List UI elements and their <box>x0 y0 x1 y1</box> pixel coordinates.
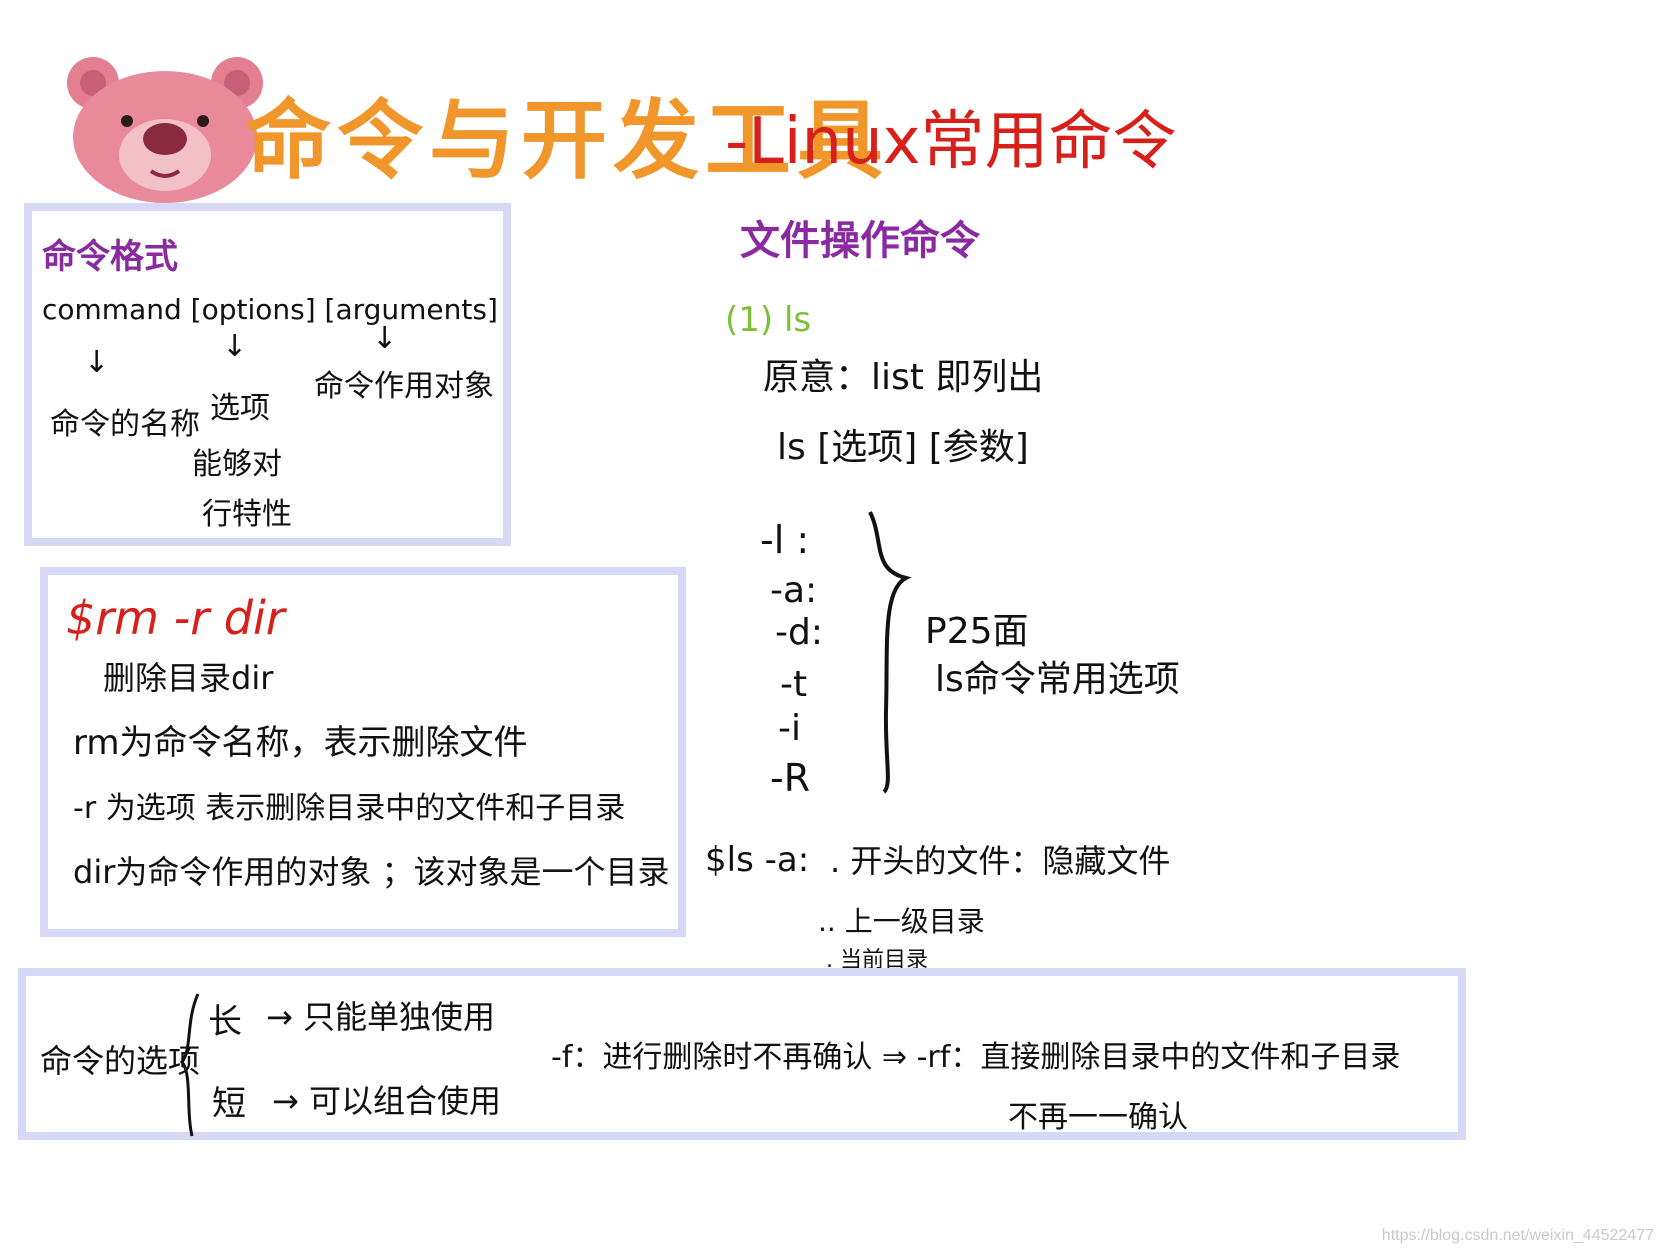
brace-note-page: P25面 <box>925 611 1029 652</box>
ls-a-line-1: . 开头的文件：隐藏文件 <box>830 842 1171 880</box>
ls-option-l: -l : <box>760 518 810 562</box>
rm-desc: 删除目录dir <box>103 659 274 697</box>
ls-option-a: -a: <box>770 570 818 611</box>
options-brace-icon <box>180 993 200 1137</box>
label-arguments: 命令作用对象 <box>314 369 494 404</box>
rm-line-2: -r 为选项 表示删除目录中的文件和子目录 <box>73 791 626 826</box>
option-short-desc: → 可以组合使用 <box>272 1082 501 1120</box>
option-short: 短 <box>212 1084 246 1124</box>
label-command-name: 命令的名称 <box>50 407 200 442</box>
ls-meaning: 原意：list 即列出 <box>763 357 1044 398</box>
options-label: 命令的选项 <box>40 1042 201 1080</box>
command-format-box: 命令格式 command [options] [arguments] ↓ ↓ ↓… <box>24 203 511 546</box>
ls-a-prefix: $ls -a: <box>705 840 810 880</box>
ls-title: (1) ls <box>725 300 812 340</box>
brace-note-desc: ls命令常用选项 <box>935 659 1180 700</box>
rm-command: $rm -r dir <box>66 591 285 645</box>
command-options-box: 命令的选项 长 → 只能单独使用 短 → 可以组合使用 -f：进行删除时不再确认… <box>18 968 1466 1140</box>
ls-option-r: -R <box>770 756 811 800</box>
arrow-command: ↓ <box>84 345 110 380</box>
label-options-line2: 能够对 <box>192 447 282 482</box>
option-long: 长 <box>208 1002 242 1042</box>
option-f-desc-line2: 不再一一确认 <box>1008 1100 1188 1135</box>
page-title: 命令与开发工具 <box>245 91 889 191</box>
option-f-desc: -f：进行删除时不再确认 ⇒ -rf：直接删除目录中的文件和子目录 <box>551 1040 1401 1075</box>
label-options: 选项 <box>210 391 270 426</box>
brace-icon <box>868 511 912 794</box>
option-long-desc: → 只能单独使用 <box>266 998 495 1036</box>
file-ops-heading: 文件操作命令 <box>740 218 980 264</box>
ls-option-i: -i <box>778 708 801 749</box>
ls-option-t: -t <box>780 664 808 705</box>
arrow-options: ↓ <box>222 329 248 364</box>
bear-logo-icon <box>67 57 263 203</box>
rm-line-1: rm为命令名称，表示删除文件 <box>73 723 528 763</box>
page-subtitle: -Linux常用命令 <box>725 105 1177 179</box>
ls-option-d: -d: <box>775 612 823 653</box>
command-syntax: command [options] [arguments] <box>42 293 498 326</box>
command-format-heading: 命令格式 <box>42 237 178 277</box>
arrow-arguments: ↓ <box>372 321 398 356</box>
label-options-line3: 行特性 <box>202 497 292 532</box>
ls-a-line-2: .. 上一级目录 <box>818 905 985 938</box>
ls-syntax: ls [选项] [参数] <box>777 427 1029 468</box>
watermark: https://blog.csdn.net/weixin_44522477 <box>1381 1227 1654 1244</box>
rm-line-3: dir为命令作用的对象 ；该对象是一个目录 <box>73 853 670 891</box>
rm-example-box: $rm -r dir 删除目录dir rm为命令名称，表示删除文件 -r 为选项… <box>40 567 686 937</box>
